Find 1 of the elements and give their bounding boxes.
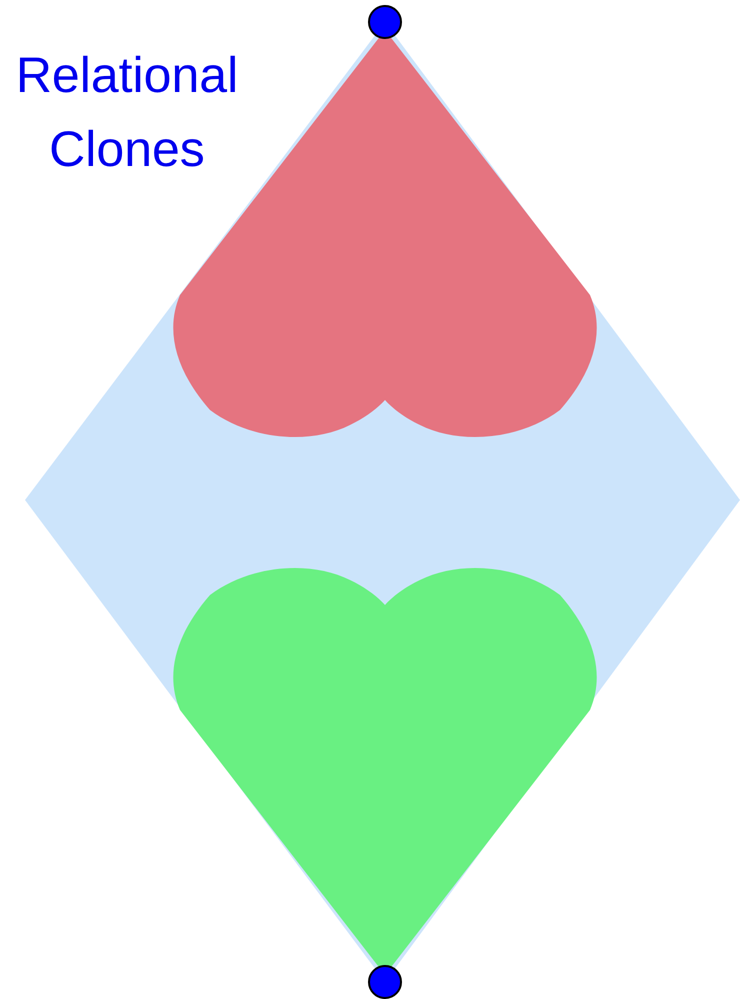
diagram-label: Relational Clones xyxy=(14,46,240,179)
